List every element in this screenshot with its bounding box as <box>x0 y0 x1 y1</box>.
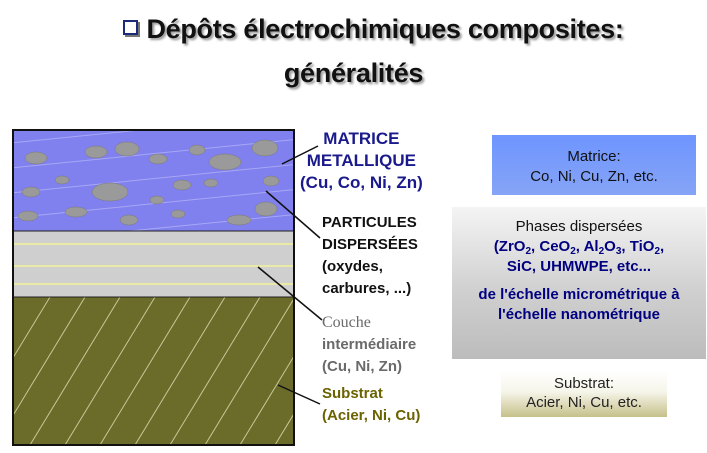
label-particules-dispersees: PARTICULES DISPERSÉES (oxydes, carbures,… <box>322 214 418 297</box>
particle <box>226 214 252 226</box>
leader-matrice <box>281 145 319 165</box>
particle <box>148 153 168 165</box>
particle <box>188 144 206 156</box>
checkbox-bullet-icon <box>123 20 139 35</box>
leader-substrat <box>277 384 321 405</box>
phases-formula-line: (ZrO2, CeO2, Al2O3, TiO2, <box>493 238 665 257</box>
particle <box>254 201 278 217</box>
particle <box>203 178 219 188</box>
particle <box>84 145 108 159</box>
dispersed-particles <box>17 139 280 226</box>
particle <box>24 151 48 165</box>
label-couche-intermediaire: Couche intermédiaire (Cu, Ni, Zn) <box>322 314 417 375</box>
particle <box>170 209 186 219</box>
label-substrat: Substrat (Acier, Ni, Cu) <box>322 385 421 424</box>
leader-lines <box>257 145 323 405</box>
slide-title-text: Dépôts électrochimiques composites: <box>146 14 624 44</box>
particle <box>149 195 165 205</box>
slide-title-line-1: Dépôts électrochimiques composites: <box>20 14 707 45</box>
info-box-substrat: Substrat: Acier, Ni, Cu, etc. <box>501 371 667 417</box>
particle <box>54 175 70 185</box>
leader-particules <box>265 190 321 239</box>
leader-couche <box>257 266 323 321</box>
particle <box>262 175 280 187</box>
particle <box>64 206 88 218</box>
substrate-layer <box>13 297 294 445</box>
intermediate-layer <box>13 231 294 297</box>
label-matrice-metallique: MATRICE METALLIQUE (Cu, Co, Ni, Zn) <box>300 129 423 192</box>
slide-title-line-2: généralités <box>283 58 424 88</box>
particle <box>21 186 41 198</box>
intermediate-layer-stripes <box>13 243 294 285</box>
particle <box>17 210 39 222</box>
diagram-frame <box>12 129 295 446</box>
particle <box>114 141 140 157</box>
particle <box>208 153 242 171</box>
substrate-hatching <box>13 297 294 445</box>
info-box-phases-dispersees: Phases dispersées (ZrO2, CeO2, Al2O3, Ti… <box>452 207 706 359</box>
particle <box>119 214 139 226</box>
particle <box>91 182 129 202</box>
particle <box>251 139 279 157</box>
info-box-matrice: Matrice: Co, Ni, Cu, Zn, etc. <box>492 135 696 195</box>
particle <box>172 179 192 191</box>
